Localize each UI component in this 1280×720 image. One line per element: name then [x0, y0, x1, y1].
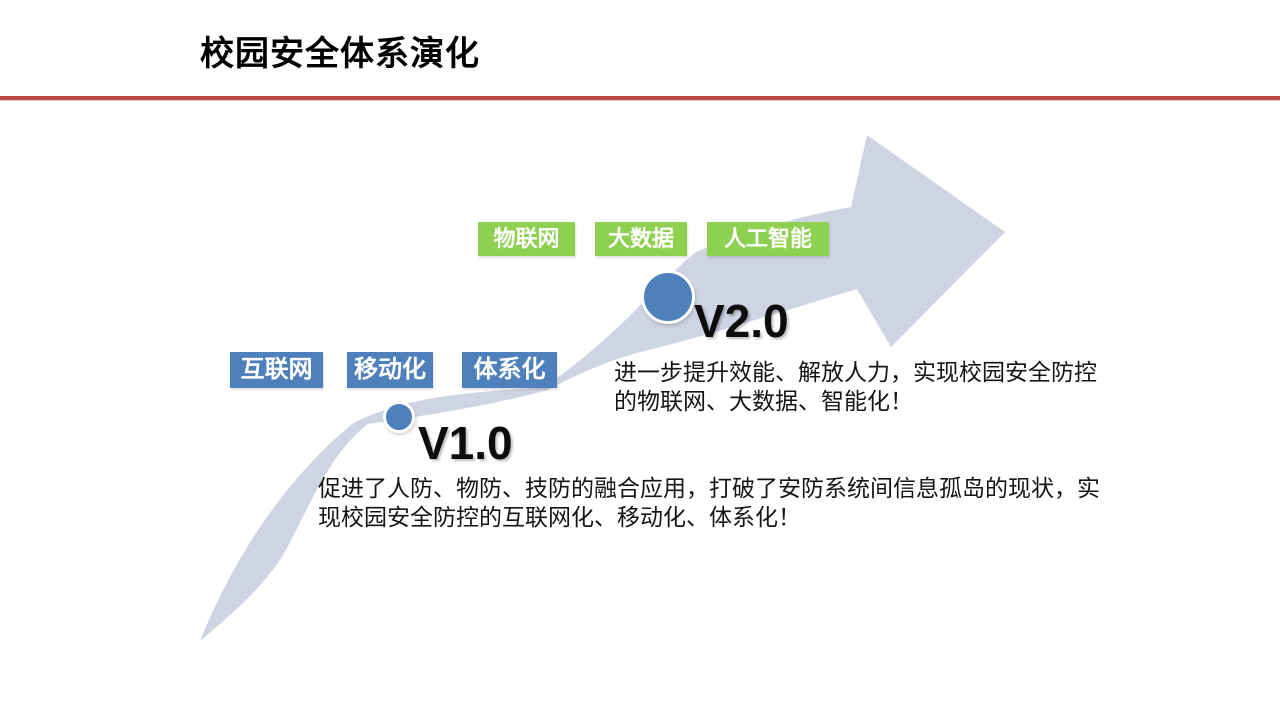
- v1-description: 促进了人防、物防、技防的融合应用，打破了安防系统间信息孤岛的现状，实现校园安全防…: [318, 475, 1100, 530]
- tag-internet: 互联网: [230, 352, 323, 388]
- tag-mobile: 移动化: [347, 352, 433, 388]
- tag-ai: 人工智能: [707, 222, 829, 256]
- title-divider: [0, 96, 1280, 101]
- tag-system: 体系化: [462, 352, 557, 388]
- tag-bigdata: 大数据: [595, 222, 687, 256]
- v2-label: V2.0: [694, 295, 789, 347]
- v2-description: 进一步提升效能、解放人力，实现校园安全防控的物联网、大数据、智能化！: [614, 359, 1097, 414]
- v1-label: V1.0: [418, 417, 513, 469]
- v2-milestone-dot: [641, 270, 695, 324]
- page-title: 校园安全体系演化: [200, 35, 480, 73]
- tag-iot: 物联网: [478, 222, 575, 256]
- v1-milestone-dot: [383, 401, 415, 433]
